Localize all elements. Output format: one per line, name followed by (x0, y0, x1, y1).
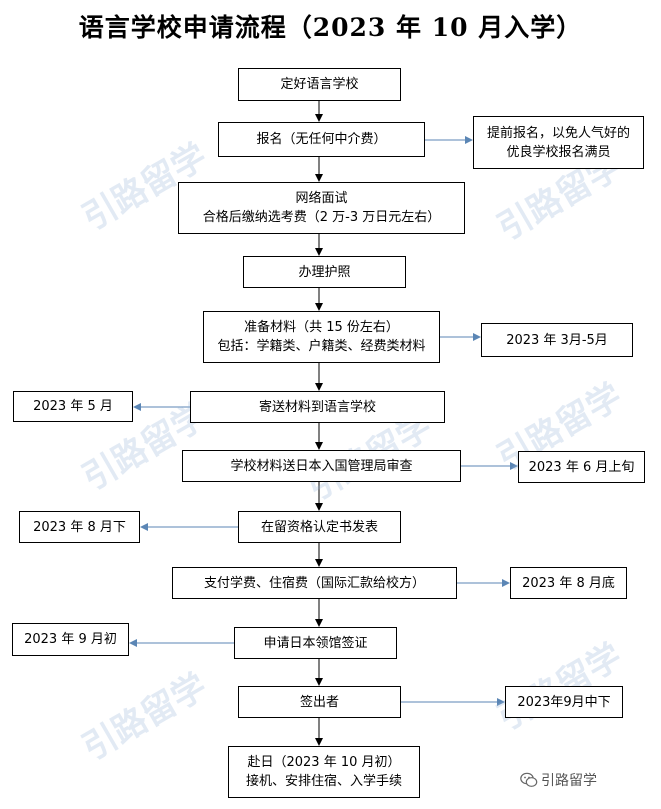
wechat-icon (520, 772, 538, 787)
note-box-4: 2023 年 6 月上旬 (518, 451, 645, 483)
page-title: 语言学校申请流程（2023 年 10 月入学） (78, 13, 583, 42)
step-box-7: 学校材料送日本入国管理局审查 (182, 450, 461, 482)
note-box-6-line: 2023 年 8 月底 (522, 575, 615, 591)
note-box-2: 2023 年 3月-5月 (481, 323, 633, 357)
step-box-4-line: 办理护照 (298, 264, 351, 280)
step-box-1-line: 定好语言学校 (280, 77, 359, 92)
step-box-6-line: 寄送材料到语言学校 (258, 399, 376, 415)
step-box-6: 寄送材料到语言学校 (190, 391, 445, 423)
note-box-4-line: 2023 年 6 月上旬 (528, 459, 635, 475)
step-box-3: 网络面试合格后缴纳选考费（2 万-3 万日元左右） (178, 182, 465, 234)
step-box-8: 在留资格认定书发表 (238, 511, 401, 543)
step-box-3-line: 合格后缴纳选考费（2 万-3 万日元左右） (202, 210, 441, 225)
note-box-1-line: 优良学校报名满员 (506, 144, 611, 160)
step-box-5-line: 准备材料（共 15 份左右） (244, 320, 399, 335)
step-box-2-line: 报名（无任何中介费） (256, 132, 387, 147)
note-box-5: 2023 年 8 月下 (19, 511, 140, 543)
step-box-11: 签出者 (238, 686, 401, 718)
step-box-9-line: 支付学费、住宿费（国际汇款给校方） (203, 575, 425, 591)
brand-label: 引路留学 (541, 773, 597, 789)
step-box-9: 支付学费、住宿费（国际汇款给校方） (172, 567, 457, 599)
step-box-12: 赴日（2023 年 10 月初） 接机、安排住宿、入学手续 (228, 746, 420, 798)
note-box-3-line: 2023 年 5 月 (33, 399, 113, 414)
note-box-2-line: 2023 年 3月-5月 (506, 332, 608, 348)
step-box-12-line: 赴日（2023 年 10 月初） (247, 755, 401, 770)
step-box-10-line: 申请日本领馆签证 (263, 635, 368, 651)
step-box-10: 申请日本领馆签证 (234, 627, 397, 659)
note-box-7-line: 2023 年 9 月初 (24, 632, 117, 647)
step-box-8-line: 在留资格认定书发表 (260, 519, 378, 535)
note-box-8: 2023年9月中下 (505, 686, 623, 718)
note-box-6: 2023 年 8 月底 (510, 567, 627, 599)
step-box-5-line: 包括：学籍类、户籍类、经费类材料 (217, 339, 426, 354)
step-box-7-line: 学校材料送日本入国管理局审查 (230, 458, 413, 474)
note-box-1: 提前报名，以免人气好的优良学校报名满员 (473, 116, 644, 169)
step-box-3-line: 网络面试 (295, 191, 348, 206)
note-box-1-line: 提前报名，以免人气好的 (486, 125, 630, 141)
step-box-1: 定好语言学校 (238, 68, 401, 101)
note-box-5-line: 2023 年 8 月下 (33, 519, 126, 535)
step-box-2: 报名（无任何中介费） (218, 122, 425, 157)
step-box-4: 办理护照 (243, 256, 406, 288)
note-box-7: 2023 年 9 月初 (12, 623, 129, 656)
step-box-5: 准备材料（共 15 份左右） 包括：学籍类、户籍类、经费类材料 (203, 311, 440, 363)
note-box-3: 2023 年 5 月 (13, 391, 133, 422)
step-box-12-line: 接机、安排住宿、入学手续 (245, 774, 402, 789)
note-box-8-line: 2023年9月中下 (517, 694, 611, 710)
step-box-11-line: 签出者 (299, 694, 339, 710)
